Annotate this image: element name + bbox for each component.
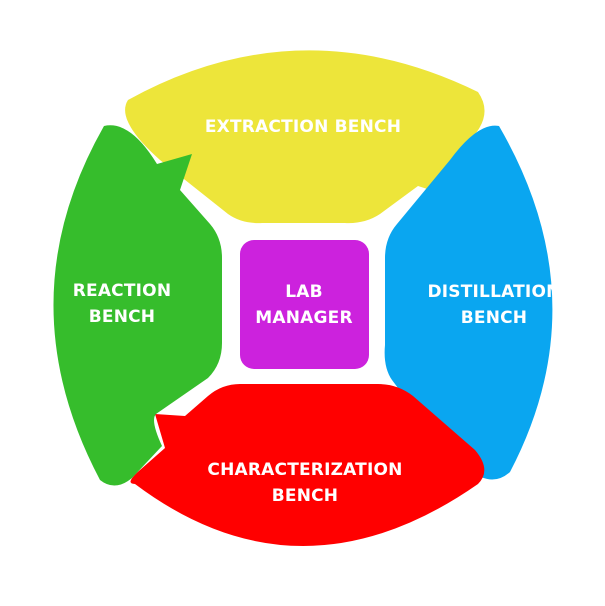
label-characterization-line1: CHARACTERIZATION — [207, 460, 402, 480]
segment-reaction-bench — [53, 125, 222, 486]
segment-characterization-bench — [130, 384, 485, 546]
label-center-line1: LAB — [285, 282, 323, 302]
label-characterization-line2: BENCH — [272, 486, 339, 506]
center-lab-manager-box — [240, 240, 369, 369]
label-reaction-line1: REACTION — [73, 281, 172, 301]
segment-extraction-bench — [125, 50, 485, 224]
label-distillation-line1: DISTILLATION — [427, 282, 560, 302]
label-reaction-line2: BENCH — [89, 307, 156, 327]
label-center-line2: MANAGER — [255, 308, 353, 328]
segment-distillation-bench — [384, 125, 553, 480]
label-extraction-bench: EXTRACTION BENCH — [205, 117, 401, 137]
label-distillation-line2: BENCH — [461, 308, 528, 328]
